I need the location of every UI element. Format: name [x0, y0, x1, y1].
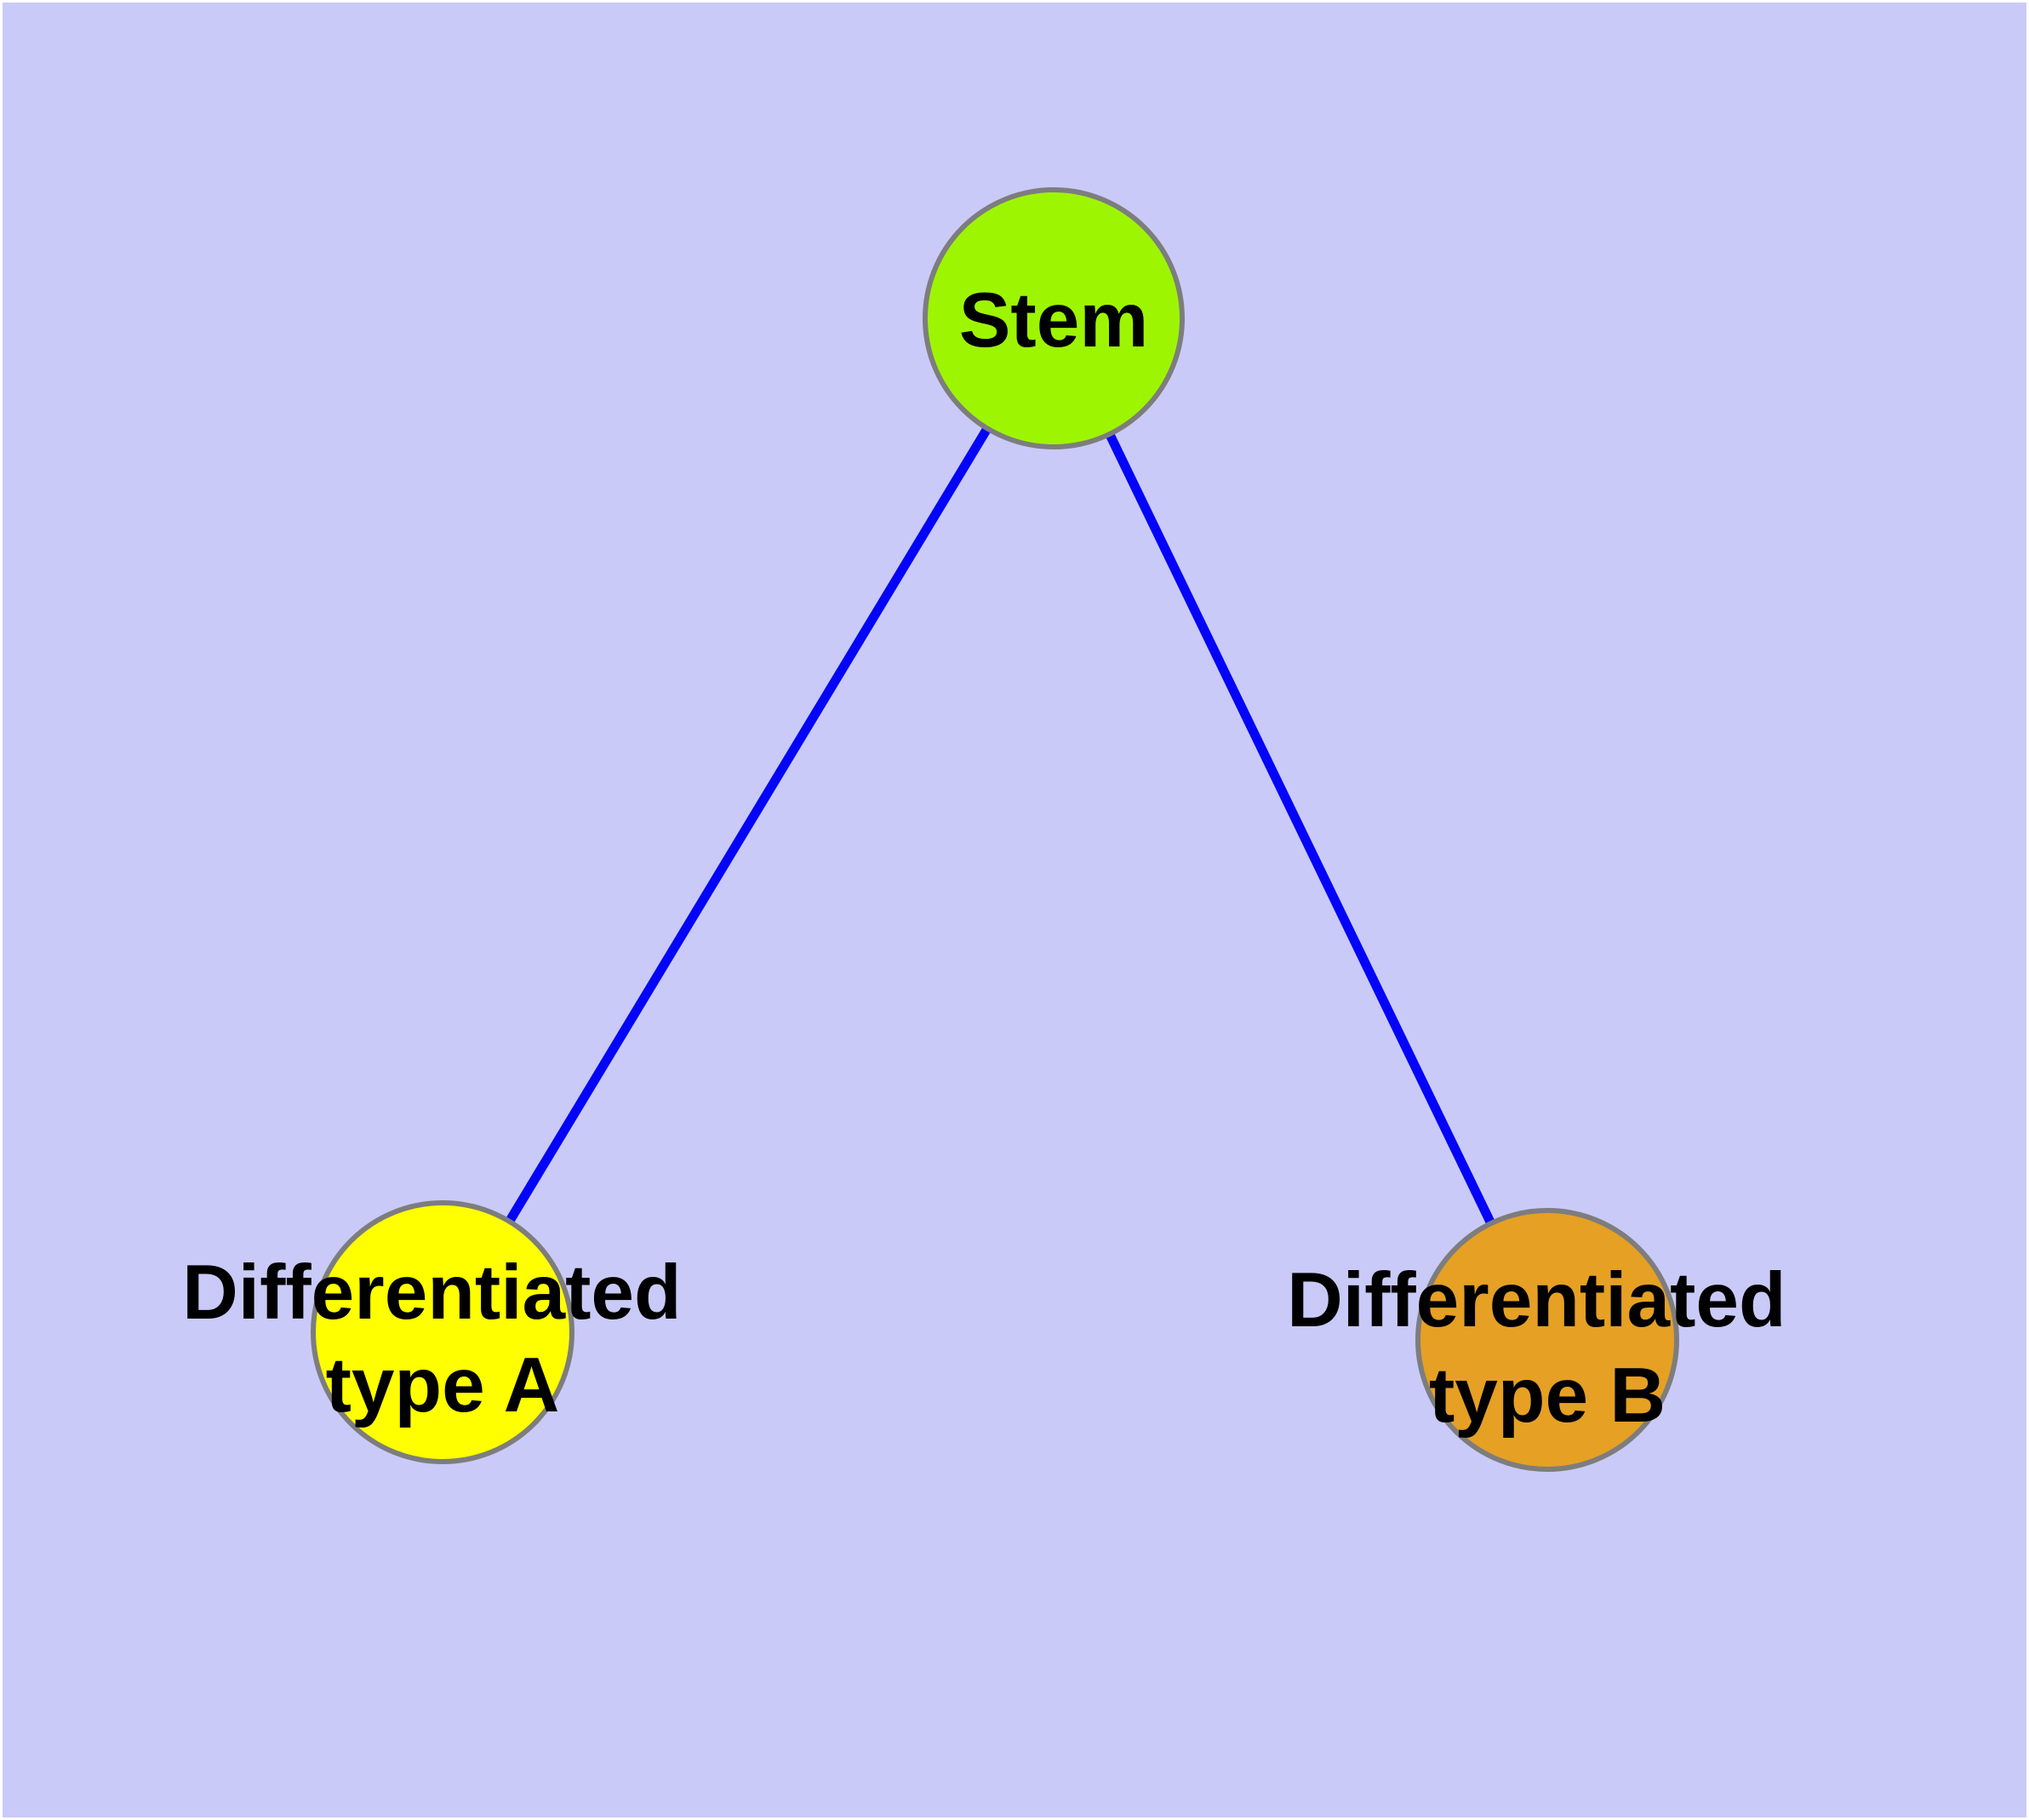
edge-stem-to-differentiated-type-a	[438, 316, 1058, 1335]
node-stem-circle	[923, 187, 1185, 449]
node-differentiated-type-b: Differentiated type B	[1287, 1208, 1808, 1472]
node-differentiated-type-b-circle	[1415, 1208, 1679, 1472]
node-stem-label: Stem	[959, 278, 1149, 363]
node-differentiated-type-a-label-line-1: Differentiated	[182, 1250, 682, 1336]
node-differentiated-type-a-label-line-2: type A	[326, 1342, 560, 1428]
edge-stem-to-differentiated-type-b	[1049, 316, 1552, 1342]
node-differentiated-type-b-label: Differentiated type B	[1287, 1257, 1808, 1439]
node-differentiated-type-b-label-line-2: type B	[1429, 1353, 1666, 1439]
node-differentiated-type-a-circle	[311, 1200, 574, 1464]
node-differentiated-type-a-label: Differentiated type A	[182, 1250, 703, 1428]
node-stem: Stem	[923, 187, 1185, 449]
node-differentiated-type-b-label-line-1: Differentiated	[1287, 1257, 1786, 1343]
node-differentiated-type-a: Differentiated type A	[182, 1200, 703, 1464]
